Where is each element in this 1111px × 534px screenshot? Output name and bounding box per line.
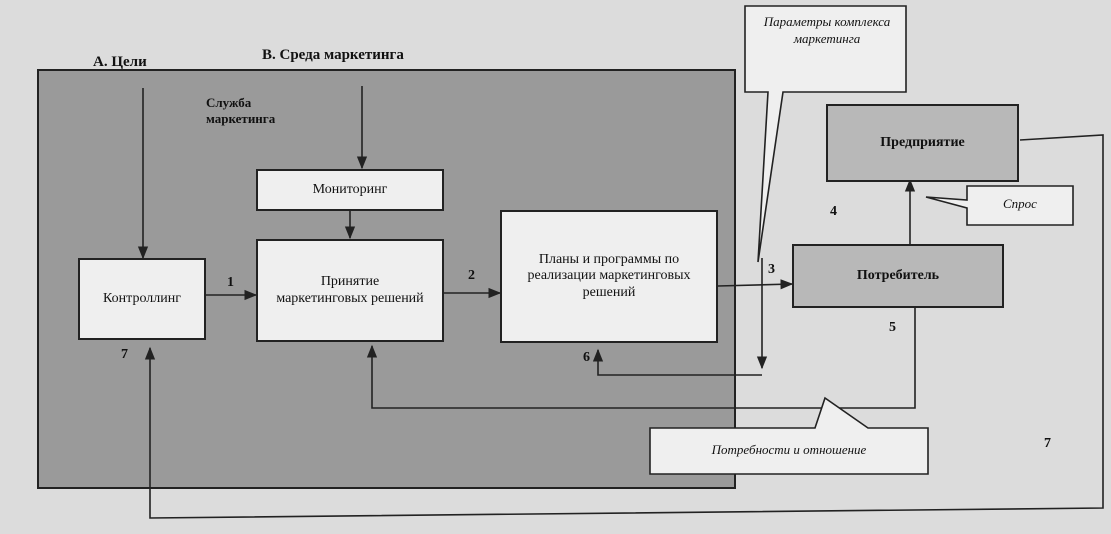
goals-label: А. Цели — [93, 54, 147, 70]
feedback-line-7 — [144, 134, 1104, 519]
marketing-service-label: Служба маркетинга — [206, 95, 276, 126]
enterprise-box: Предприятие — [826, 104, 1019, 182]
plans-box: Планы и программы по реализации маркетин… — [500, 210, 718, 343]
number-5: 5 — [889, 320, 896, 335]
monitoring-box: Мониторинг — [256, 169, 444, 211]
demand-callout — [925, 185, 1074, 226]
number-7-right: 7 — [1044, 436, 1051, 451]
needs-text: Потребности и отношение — [711, 442, 867, 457]
number-2: 2 — [468, 268, 475, 283]
decisions-box: Принятие маркетинговых решений — [256, 239, 444, 342]
number-7-left: 7 — [121, 347, 128, 362]
controlling-box: Контроллинг — [78, 258, 206, 340]
arrow-6 — [592, 348, 762, 376]
number-6: 6 — [583, 350, 590, 365]
number-3: 3 — [768, 262, 775, 277]
demand-text: Спрос — [1003, 196, 1037, 211]
arrow-3 — [717, 279, 794, 290]
mix-params-callout — [744, 5, 907, 263]
number-4: 4 — [830, 204, 837, 219]
number-1: 1 — [227, 275, 234, 290]
mix-params-text: Параметры комплекса маркетинга — [763, 14, 891, 46]
consumer-box: Потребитель — [792, 244, 1004, 308]
environment-label: В. Среда маркетинга — [262, 47, 404, 63]
arrow-5 — [366, 308, 916, 409]
needs-callout — [649, 396, 929, 475]
